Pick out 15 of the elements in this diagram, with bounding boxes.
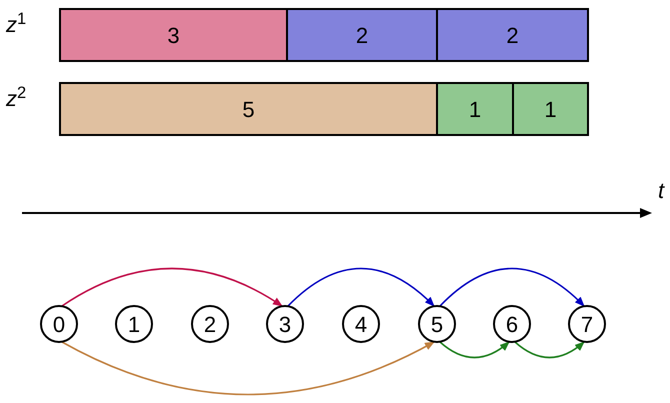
duration-bar: 5 [59,82,438,136]
duration-bar: 2 [286,8,438,62]
duration-bar: 3 [59,8,288,62]
arrow [62,341,435,396]
duration-bar: 2 [436,8,589,62]
arrow [440,341,510,358]
axis-label: z$^{2}$ [6,88,26,110]
duration-bar: 1 [512,82,589,136]
arrow [514,341,585,358]
arrow [287,268,435,307]
axis-label: t [658,180,664,202]
duration-bar: 1 [436,82,514,136]
arrow [62,268,283,307]
axis-label: z$^{1}$ [6,14,26,36]
arrow [439,268,585,307]
